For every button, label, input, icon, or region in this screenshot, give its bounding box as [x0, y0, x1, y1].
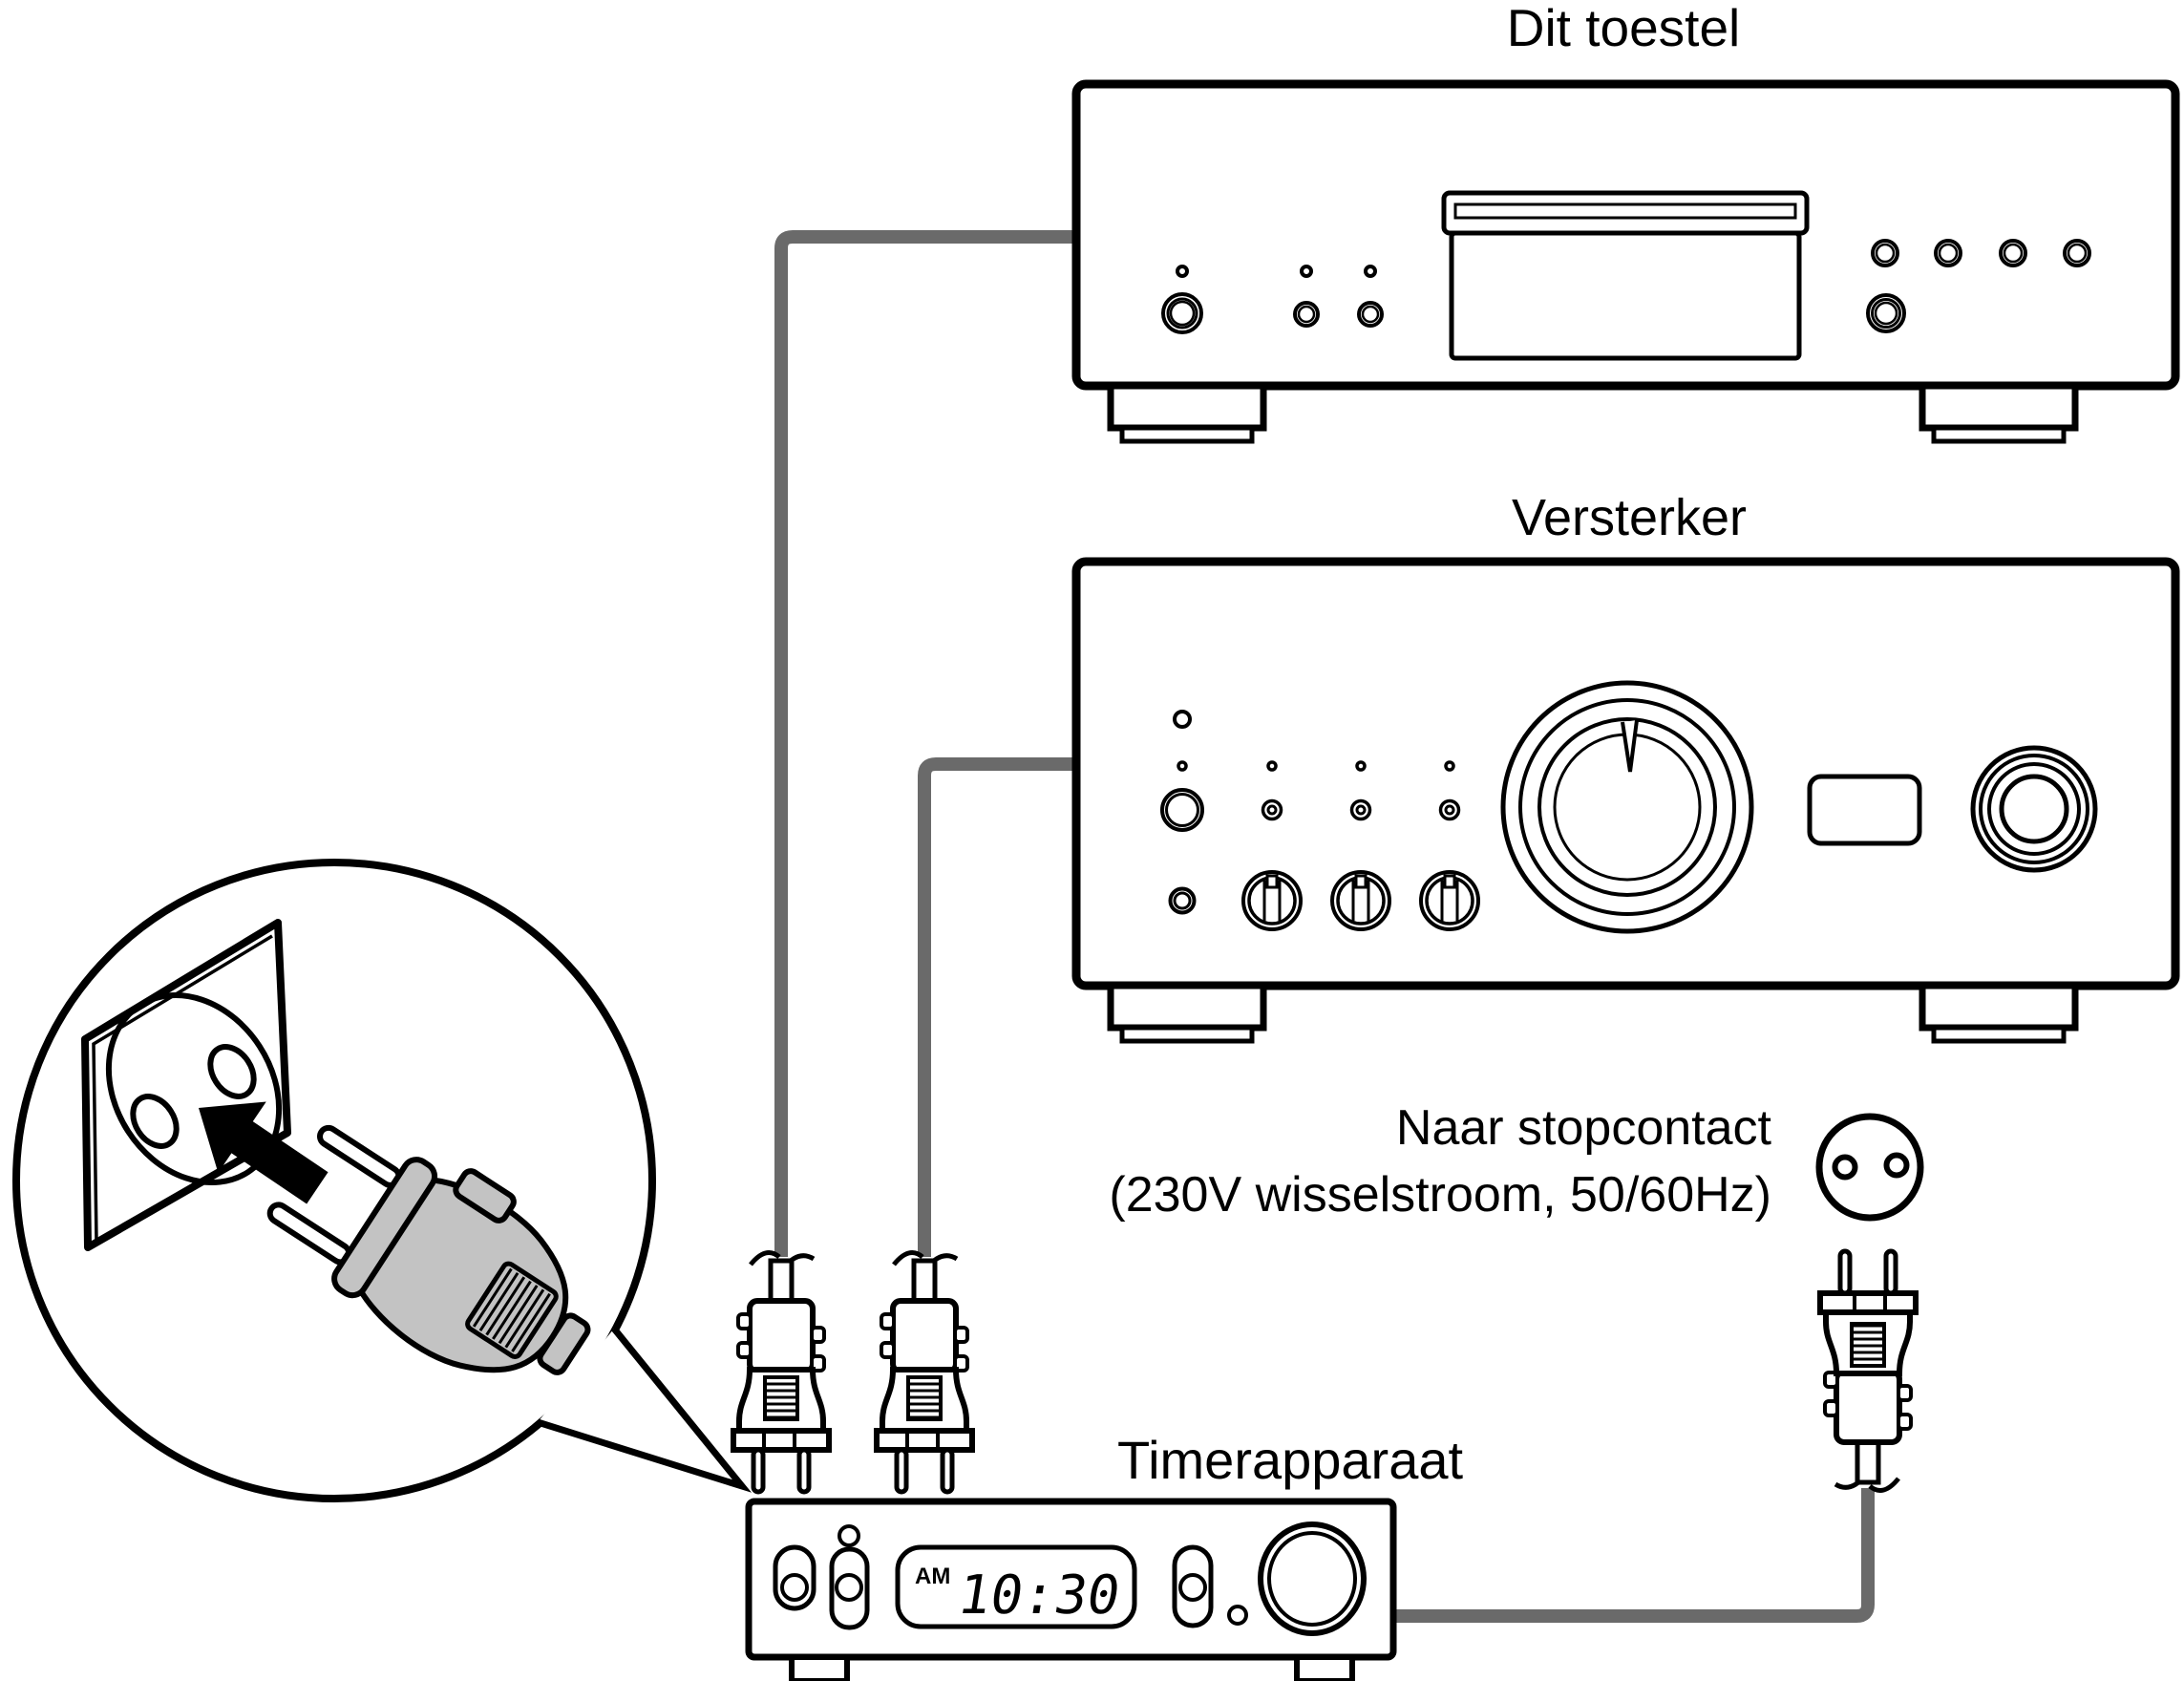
plug-face	[331, 1157, 438, 1299]
jack-ring-inner	[1173, 891, 1192, 910]
play-button	[1866, 293, 1906, 333]
transport-button-ring	[1875, 243, 1896, 264]
play-button-ring	[1871, 298, 1901, 329]
outlet-hole	[130, 1094, 180, 1149]
small-button-dot	[1444, 804, 1455, 816]
small-button	[1293, 301, 1320, 328]
timer-label: Timerapparaat	[1117, 1430, 1464, 1490]
timer-switch-knob	[1178, 1573, 1207, 1602]
indicator-dot	[1266, 760, 1278, 772]
small-button	[1261, 798, 1283, 821]
small-button	[1357, 301, 1384, 328]
wall-outlet-callout	[12, 859, 753, 1502]
power-button-core	[1169, 300, 1196, 327]
timer-clock-display	[895, 1544, 1137, 1629]
transport-button	[1999, 239, 2027, 267]
outlet-hole	[207, 1044, 257, 1099]
tone-knob	[1330, 870, 1391, 931]
input-selector-knob	[1970, 745, 2098, 873]
power-cable-timer-to-outlet	[1389, 1488, 1875, 1623]
timer-illustration: Timerapparaat AM 10:30	[745, 1430, 1464, 1681]
tone-knob	[1419, 870, 1480, 931]
outlet-recess	[105, 992, 283, 1185]
wall-outlet-icon	[81, 919, 291, 1251]
volume-pointer	[1621, 719, 1639, 773]
timer-switch-knob	[780, 1573, 809, 1602]
power-indicator-dot	[1176, 265, 1189, 278]
outlet-caption-line2: (230V wisselstroom, 50/60Hz)	[1109, 1167, 1771, 1223]
round-socket-icon	[1815, 1113, 1924, 1222]
indicator-dot	[1177, 760, 1188, 772]
small-button-dot	[1355, 804, 1367, 816]
small-button-ring	[1297, 305, 1316, 324]
insert-arrow-icon	[199, 1101, 329, 1204]
disc-tray-slot	[1453, 202, 1797, 220]
amplifier-illustration: Versterker	[1071, 489, 2180, 1041]
power-button	[1161, 292, 1203, 334]
outlet-caption-line1: Naar stopcontact	[1396, 1100, 1772, 1156]
gray-plug-icon	[266, 1124, 591, 1375]
volume-knob	[1500, 680, 1754, 934]
transport-button-ring	[2067, 243, 2088, 264]
power-button	[1160, 788, 1204, 832]
callout-tail-fill	[538, 1329, 742, 1486]
indicator-dot	[1300, 265, 1313, 278]
outlet-caption: Naar stopcontact (230V wisselstroom, 50/…	[1109, 1100, 1771, 1223]
power-button-ring	[1166, 297, 1198, 330]
timer-knob	[1258, 1521, 1367, 1636]
amplifier-display	[1807, 774, 1922, 846]
indicator-dot	[1444, 760, 1455, 772]
small-button-ring	[1361, 305, 1380, 324]
disc-tray-front	[1449, 230, 1802, 361]
power-cable-amplifier	[918, 757, 1080, 1257]
power-button-ring	[1165, 793, 1199, 827]
indicator-dot	[1355, 760, 1367, 772]
transport-button-ring	[2003, 243, 2024, 264]
small-button	[1438, 798, 1461, 821]
transport-button	[1934, 239, 1962, 267]
cd-player-label: Dit toestel	[1507, 0, 1741, 57]
plug-top-tab	[453, 1168, 517, 1224]
cd-player-plug-icon	[733, 1253, 829, 1493]
indicator-lamp	[1173, 710, 1192, 729]
clock-time: 10:30	[954, 1564, 1125, 1627]
amplifier-right-foot	[1922, 986, 2075, 1041]
amplifier-left-foot	[1111, 986, 1263, 1041]
jack-ring	[1168, 886, 1197, 915]
transport-button	[1871, 239, 1899, 267]
timer-switch-knob	[835, 1573, 863, 1602]
cd-player-left-foot	[1111, 386, 1263, 441]
small-button-dot	[1266, 804, 1278, 816]
outlet-plate-edge	[92, 934, 273, 1243]
amplifier-label: Versterker	[1512, 489, 1747, 546]
tone-knob	[1241, 870, 1303, 931]
cd-player-illustration: Dit toestel	[1071, 0, 2180, 441]
play-button-core	[1874, 301, 1898, 326]
timer-switch	[1172, 1544, 1214, 1628]
amplifier-body	[1071, 557, 2180, 990]
timer-switch	[829, 1546, 870, 1630]
socket-hole	[1832, 1154, 1858, 1181]
clock-meridiem: AM	[915, 1564, 950, 1589]
plug-grip-ribs	[472, 1267, 551, 1352]
timer-indicator-dot	[1227, 1605, 1248, 1626]
timer-foot	[789, 1654, 850, 1681]
transport-button-ring	[1938, 243, 1959, 264]
amplifier-plug-icon	[877, 1253, 972, 1493]
small-button	[1349, 798, 1372, 821]
cd-player-right-foot	[1922, 386, 2075, 441]
indicator-dot	[1364, 265, 1377, 278]
timer-foot	[1294, 1654, 1355, 1681]
timer-indicator-dot	[838, 1524, 860, 1547]
transport-button	[2063, 239, 2091, 267]
callout-tail	[536, 1326, 753, 1493]
timer-outlet-plug-icon	[1820, 1251, 1916, 1491]
power-cable-cd-player	[774, 230, 1080, 1257]
socket-hole	[1883, 1152, 1910, 1179]
